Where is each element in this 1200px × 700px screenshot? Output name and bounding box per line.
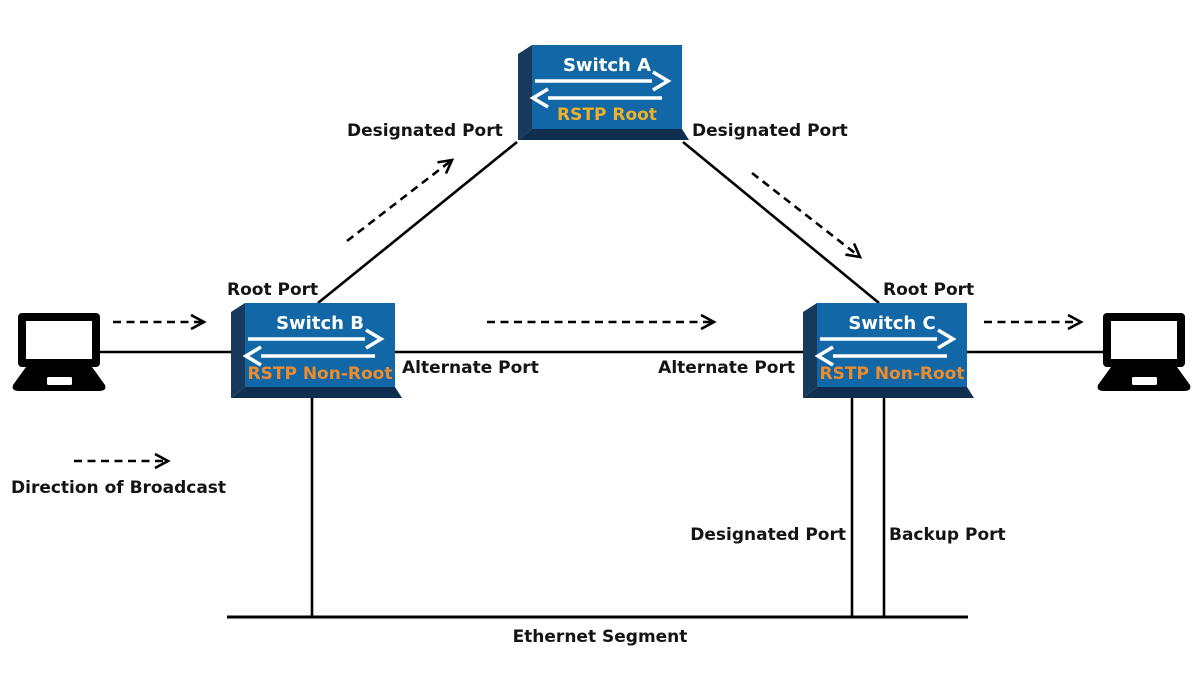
ethernet-segment-label: Ethernet Segment [512, 627, 688, 647]
left-arrowhead-icon [814, 345, 834, 367]
switch-c-box [803, 303, 974, 398]
laptop-icon [1097, 313, 1191, 391]
laptop-screen-inner [26, 321, 92, 359]
switch-a-role: RSTP Root [557, 105, 657, 125]
laptop-trackpad [47, 377, 72, 385]
switch-side-face [518, 45, 532, 140]
right-arrowhead-icon [937, 328, 957, 350]
switch-side-face [231, 303, 245, 398]
switch-b-box [231, 303, 402, 398]
alternate-port-label-left: Alternate Port [402, 358, 539, 378]
broadcast-legend-label: Direction of Broadcast [11, 478, 227, 498]
root-port-label-right: Root Port [883, 280, 975, 300]
laptop-screen-inner [1111, 321, 1177, 359]
designated-port-label-bottom: Designated Port [690, 525, 846, 545]
left-arrowhead-icon [529, 87, 549, 109]
left-arrowhead-icon [242, 345, 262, 367]
switch-bottom-face [803, 387, 974, 398]
link-switch-a-switch-c [682, 140, 880, 305]
backup-port-label: Backup Port [889, 525, 1006, 545]
switch-c-name: Switch C [848, 313, 936, 334]
switch-c-role: RSTP Non-Root [819, 364, 965, 384]
right-arrowhead-icon [652, 70, 672, 92]
switch-a-name: Switch A [562, 55, 652, 76]
dashed-arrow-icon [751, 171, 863, 259]
switch-bottom-face [518, 129, 689, 140]
broadcast-arrows [74, 158, 1084, 470]
link-switch-b-switch-a [317, 140, 518, 305]
switch-a-box [518, 45, 689, 140]
switch-b-role: RSTP Non-Root [247, 364, 393, 384]
designated-port-label-left: Designated Port [347, 121, 503, 141]
switch-bottom-face [231, 387, 402, 398]
right-arrowhead-icon [365, 328, 385, 350]
designated-port-label-right: Designated Port [692, 121, 848, 141]
switch-side-face [803, 303, 817, 398]
root-port-label-left: Root Port [227, 280, 319, 300]
laptop-icon [12, 313, 106, 391]
dashed-arrow-icon [346, 158, 455, 243]
solid-links [94, 140, 1104, 619]
alternate-port-label-right: Alternate Port [658, 358, 795, 378]
switch-b-name: Switch B [276, 313, 364, 334]
laptop-trackpad [1132, 377, 1157, 385]
